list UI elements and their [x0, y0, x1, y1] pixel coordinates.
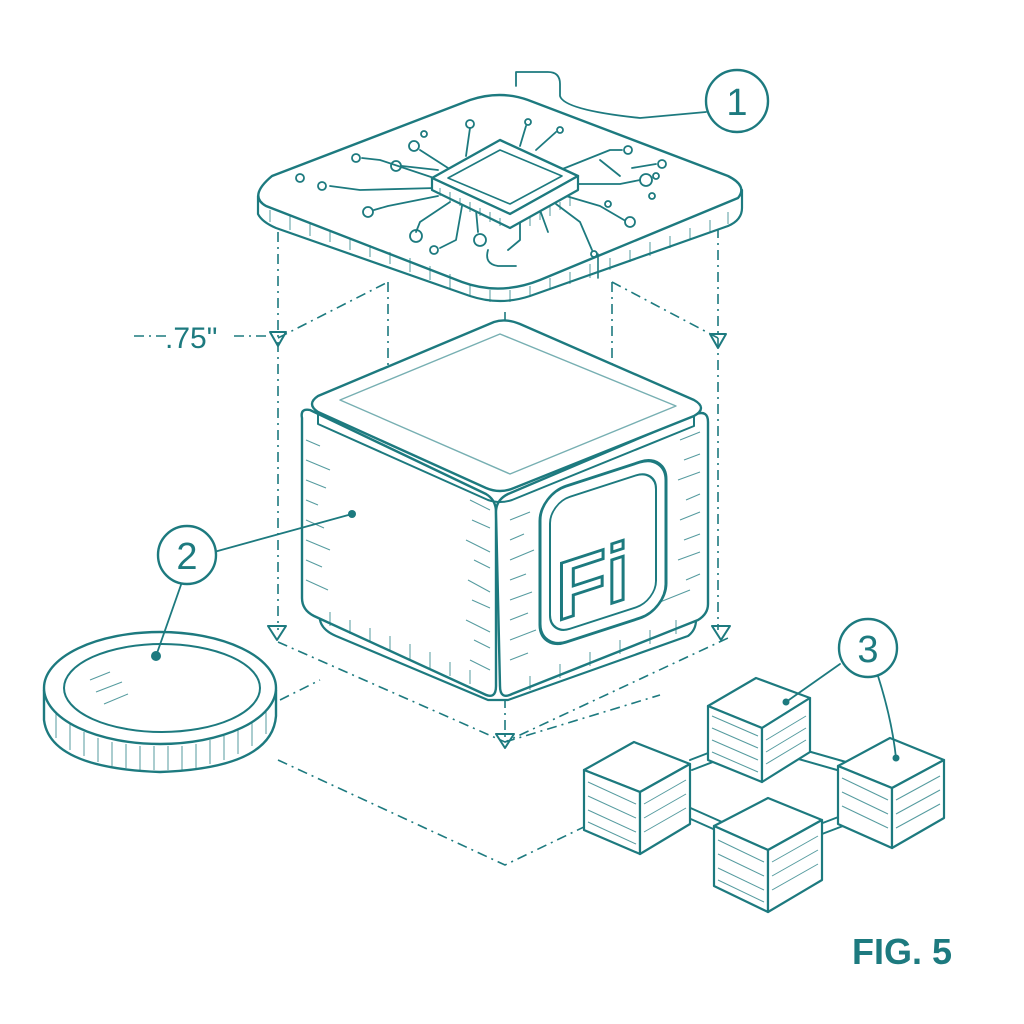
- block-right: [836, 736, 946, 850]
- blockchain: [582, 676, 946, 914]
- microchip: [430, 138, 580, 230]
- block-bottom: [712, 796, 824, 914]
- callout-3: 3: [785, 617, 899, 759]
- block-top: [706, 676, 812, 784]
- callout-2: 2: [155, 513, 353, 657]
- fi-logo: Fi: [538, 459, 668, 646]
- main-module: Fi: [300, 319, 710, 702]
- projection-lines: [277, 228, 729, 866]
- dimension-label: .75": [165, 322, 217, 355]
- circuit-board: [256, 93, 744, 303]
- callout-3-label: 3: [857, 629, 878, 671]
- dimension-mark: .75": [134, 322, 266, 355]
- callout-1: 1: [515, 68, 770, 134]
- arrowheads: [267, 331, 731, 749]
- coin: [42, 630, 278, 774]
- figure-label: FIG. 5: [852, 931, 952, 972]
- callout-2-label: 2: [176, 536, 197, 578]
- callout-1-label: 1: [726, 82, 747, 124]
- block-left: [582, 740, 692, 856]
